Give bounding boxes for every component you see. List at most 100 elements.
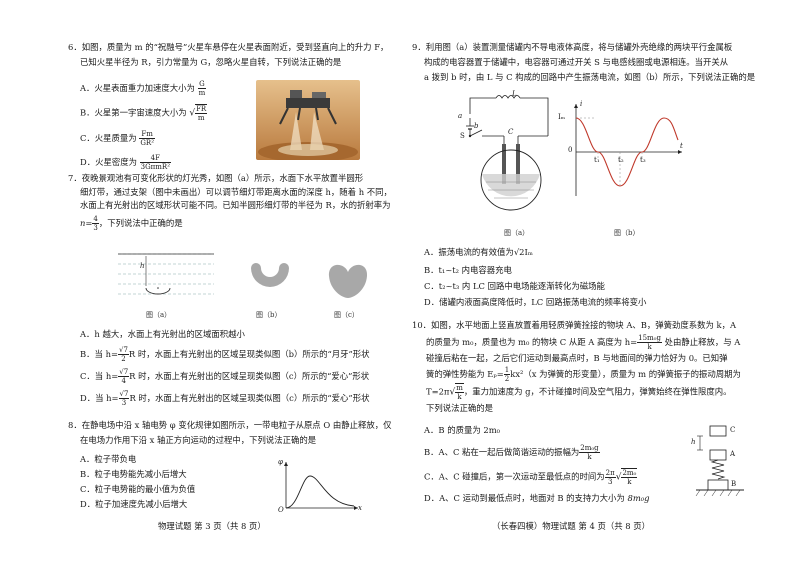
- q7-caption-a: 图（a）: [146, 311, 172, 319]
- q8-phi-label: φ: [278, 458, 283, 466]
- q9-figure-b-oscillation: i Iₘ 0 t₁ t₂ t₃ t: [558, 100, 688, 204]
- q9-line3: a 拨到 b 时，由 L 与 C 构成的回路中产生振荡电流，如图（b）所示，下列…: [424, 72, 756, 82]
- q6-opt-c-text: C．火星质量为: [80, 133, 137, 143]
- q9-line2: 构成的电容器置于储罐中，电容器可通过开关 S 与电感线圈或电源相连。当开关从: [424, 57, 729, 67]
- q9-label-l: L: [512, 90, 517, 98]
- q10-h-label: h: [691, 438, 696, 446]
- q6-opt-a-text: A．火星表面重力加速度大小为: [80, 83, 195, 93]
- question-10: 10．如图，水平地面上竖直放置着用轻质弹簧拴接的物块 A、B，弹簧劲度系数为 k…: [412, 318, 782, 417]
- q9-label-s: S: [460, 132, 465, 140]
- q9-option-d[interactable]: D．储罐内液面高度降低时，LC 回路振荡电流的频率将变小: [424, 297, 647, 307]
- q6-opt-d-text: D．火星密度为: [80, 157, 137, 167]
- sqrt-icon: √: [615, 472, 622, 483]
- q9-t1-label: t₁: [594, 156, 600, 164]
- q9-option-a[interactable]: A．振荡电流的有效值为√2Iₘ: [424, 247, 533, 257]
- q10-spring-figure: C h A B: [690, 424, 750, 504]
- q9-label-c: C: [508, 128, 514, 136]
- q10-option-d[interactable]: D．A、C 运动到最低点时，地面对 B 的支持力大小为 8m₀g: [424, 493, 650, 503]
- q10-line3: 碰撞后粘在一起，之后它们运动到最高点时，B 与地面间的弹力恰好为 0。已知弹: [426, 352, 728, 363]
- q8-x-label: x: [358, 504, 362, 512]
- q7-option-a[interactable]: A．h 越大，水面上有光射出的区域面积越小: [80, 329, 245, 339]
- q10-line1: 10．如图，水平地面上竖直放置着用轻质弹簧拴接的物块 A、B，弹簧劲度系数为 k…: [412, 320, 737, 330]
- q7-line3: 水面上有光射出的区域形状可能不同。已知半圆形细灯带的半径为 R，水的折射率为: [80, 200, 391, 211]
- q8-option-a[interactable]: A．粒子带负电: [80, 454, 137, 464]
- q7-figure-a: h: [116, 248, 216, 308]
- q9-option-b[interactable]: B．t₁~t₂ 内电容器充电: [424, 265, 512, 275]
- q8-line2: 在电场力作用下沿 x 轴正方向运动的过程中，下列说法正确的是: [80, 435, 317, 445]
- question-9: 9．利用图（a）装置测量储罐内不导电液体高度，将与储罐外壳绝缘的两块平行金属板 …: [412, 40, 782, 85]
- q9-origin-label: 0: [568, 146, 573, 154]
- right-page: 9．利用图（a）装置测量储罐内不导电液体高度，将与储罐外壳绝缘的两块平行金属板 …: [412, 0, 782, 565]
- q6-stem-line2: 已知火星半径为 R，引力常量为 G，忽略火星自转，下列说法正确的是: [80, 57, 342, 67]
- q10-line6: 下列说法正确的是: [426, 403, 493, 413]
- q8-option-c[interactable]: C．粒子电势能的最小值为负值: [80, 484, 196, 494]
- question-6: 6．如图，质量为 m 的“祝融号”火星车悬停在火星表面附近，受到竖直向上的升力 …: [68, 40, 408, 70]
- q9-caption-a: 图（a）: [504, 229, 530, 237]
- q8-potential-graph: φ O x: [278, 458, 362, 518]
- q6-stem-line1: 6．如图，质量为 m 的“祝融号”火星车悬停在火星表面附近，受到竖直向上的升力 …: [68, 42, 389, 52]
- q10-option-a[interactable]: A．B 的质量为 2m₀: [424, 425, 501, 435]
- q9-figure-a-circuit: a b S L C: [452, 90, 572, 218]
- q9-label-a: a: [458, 112, 463, 120]
- question-8: 8．在静电场中沿 x 轴电势 φ 变化规律如图所示，一带电粒子从原点 O 由静止…: [68, 418, 408, 448]
- q10-block-a-label: A: [730, 450, 736, 458]
- q8-origin-label: O: [278, 506, 284, 514]
- sqrt-icon: √: [189, 108, 196, 119]
- left-page-footer: 物理试题 第 3 页（共 8 页）: [158, 521, 266, 531]
- q7-line2: 细灯带，通过支架（图中未画出）可以调节细灯带距离水面的深度 h，随着 h 不同，: [80, 186, 392, 197]
- q9-i-label: i: [580, 100, 583, 108]
- question-7: 7．夜晚景观池有可变化形状的灯光秀，如图（a）所示，水面下水平放置半圆形 细灯带…: [68, 172, 408, 232]
- q9-t-label: t: [680, 142, 683, 150]
- q9-label-b: b: [474, 122, 479, 130]
- q8-option-b[interactable]: B．粒子电势能先减小后增大: [80, 469, 187, 479]
- q7-caption-b: 图（b）: [256, 311, 282, 319]
- q8-line1: 8．在静电场中沿 x 轴电势 φ 变化规律如图所示，一带电粒子从原点 O 由静止…: [68, 420, 392, 430]
- q7-caption-c: 图（c）: [334, 311, 359, 319]
- q9-option-c[interactable]: C．t₂~t₃ 内 LC 回路中电场能逐渐转化为磁场能: [424, 281, 605, 291]
- right-page-footer: （长春四模）物理试题 第 4 页（共 8 页）: [492, 521, 650, 531]
- q9-im-label: Iₘ: [558, 113, 566, 121]
- q7-fig-h-label: h: [140, 262, 145, 270]
- q9-caption-b: 图（b）: [614, 229, 640, 237]
- mars-lander-photo: [256, 80, 360, 160]
- q9-t2-label: t₂: [618, 156, 624, 164]
- q10-block-c-label: C: [730, 426, 736, 434]
- q7-figure-c-heart: [326, 258, 370, 306]
- sqrt-icon: √: [449, 387, 456, 398]
- q6-opt-b-text: B．火星第一宇宙速度大小为: [80, 107, 187, 118]
- q7-line1: 7．夜晚景观池有可变化形状的灯光秀，如图（a）所示，水面下水平放置半圆形: [68, 173, 364, 183]
- q8-option-d[interactable]: D．粒子加速度先减小后增大: [80, 499, 188, 509]
- q9-t3-label: t₃: [640, 156, 646, 164]
- left-page: 6．如图，质量为 m 的“祝融号”火星车悬停在火星表面附近，受到竖直向上的升力 …: [38, 0, 408, 565]
- q10-block-b-label: B: [731, 480, 737, 488]
- q7-figure-b-crescent: [248, 258, 292, 306]
- q9-line1: 9．利用图（a）装置测量储罐内不导电液体高度，将与储罐外壳绝缘的两块平行金属板: [412, 42, 733, 52]
